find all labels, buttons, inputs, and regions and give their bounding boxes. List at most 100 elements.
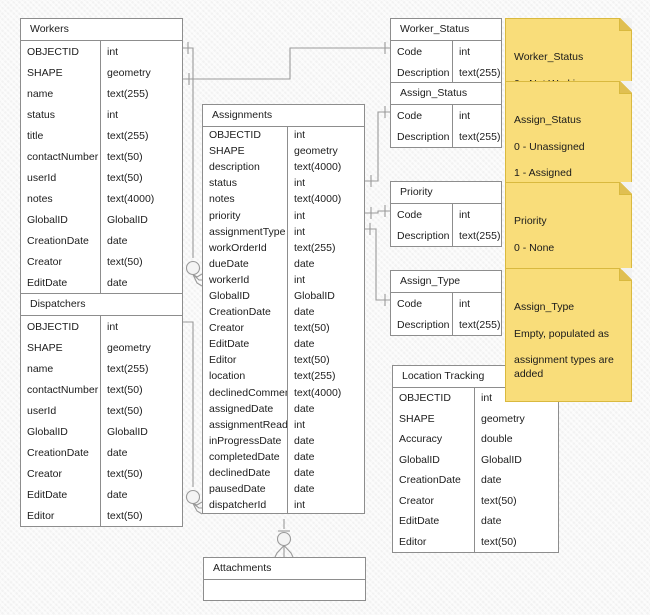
field-type: date	[481, 474, 502, 487]
field-name: EditDate	[21, 484, 101, 505]
table-attachments[interactable]: Attachments	[203, 557, 366, 601]
note-title: Priority	[514, 214, 547, 227]
field-name: SHAPE	[393, 408, 475, 429]
field-type: text(4000)	[107, 192, 155, 205]
field-name: dispatcherId	[203, 497, 288, 514]
table-row: SHAPE geometry	[203, 143, 364, 160]
field-type: int	[294, 499, 306, 512]
table-row: dispatcherId int	[203, 497, 364, 514]
field-type: int	[294, 225, 306, 238]
table-row: status int	[21, 104, 182, 125]
field-name: SHAPE	[21, 337, 101, 358]
field-type: int	[459, 208, 471, 221]
field-name: Code	[391, 293, 453, 314]
field-name: assignedDate	[203, 400, 288, 417]
field-name: CreationDate	[203, 304, 288, 321]
field-name: dueDate	[203, 255, 288, 272]
field-type: text(255)	[459, 318, 501, 331]
note-fold-icon	[619, 18, 632, 31]
field-name: Description	[391, 62, 453, 83]
field-type: text(255)	[107, 362, 149, 375]
field-type: int	[294, 418, 306, 431]
field-type: int	[107, 45, 119, 58]
field-name: Editor	[203, 352, 288, 369]
field-name: Editor	[393, 531, 475, 552]
field-type: text(255)	[107, 87, 149, 100]
field-name: assignmentRead	[203, 416, 288, 433]
field-type: text(50)	[107, 404, 143, 417]
field-type: text(50)	[294, 354, 330, 367]
field-name: assignmentType	[203, 223, 288, 240]
field-type: int	[481, 392, 493, 405]
connector-assignments-priority	[365, 205, 390, 219]
note-assign-type: Assign_Type Empty, populated as assignme…	[505, 268, 632, 402]
field-name: SHAPE	[203, 143, 288, 160]
note-title: Assign_Type	[514, 300, 575, 313]
note-fold-icon	[619, 182, 632, 195]
note-fold-icon	[619, 81, 632, 94]
field-name: Code	[391, 204, 453, 225]
field-name: OBJECTID	[203, 127, 288, 144]
field-type: int	[107, 108, 119, 121]
field-type: text(50)	[107, 509, 143, 522]
field-name: status	[21, 104, 101, 125]
field-name: GlobalID	[393, 449, 475, 470]
field-type: text(255)	[459, 229, 501, 242]
field-type: text(50)	[294, 322, 330, 335]
field-type: GlobalID	[294, 289, 335, 302]
field-name: EditDate	[203, 336, 288, 353]
field-type: GlobalID	[107, 213, 148, 226]
field-name: Description	[391, 225, 453, 246]
field-type: int	[294, 273, 306, 286]
connector-assignments-attachments	[274, 519, 294, 558]
field-name: Editor	[21, 505, 101, 526]
connector-assignments-assigntype	[365, 223, 390, 306]
field-type: geometry	[294, 145, 338, 158]
field-name: GlobalID	[21, 421, 101, 442]
field-name: OBJECTID	[21, 41, 101, 62]
field-name: EditDate	[21, 272, 101, 293]
field-name: pausedDate	[203, 481, 288, 498]
field-type: text(50)	[481, 494, 517, 507]
field-type: geometry	[107, 66, 151, 79]
